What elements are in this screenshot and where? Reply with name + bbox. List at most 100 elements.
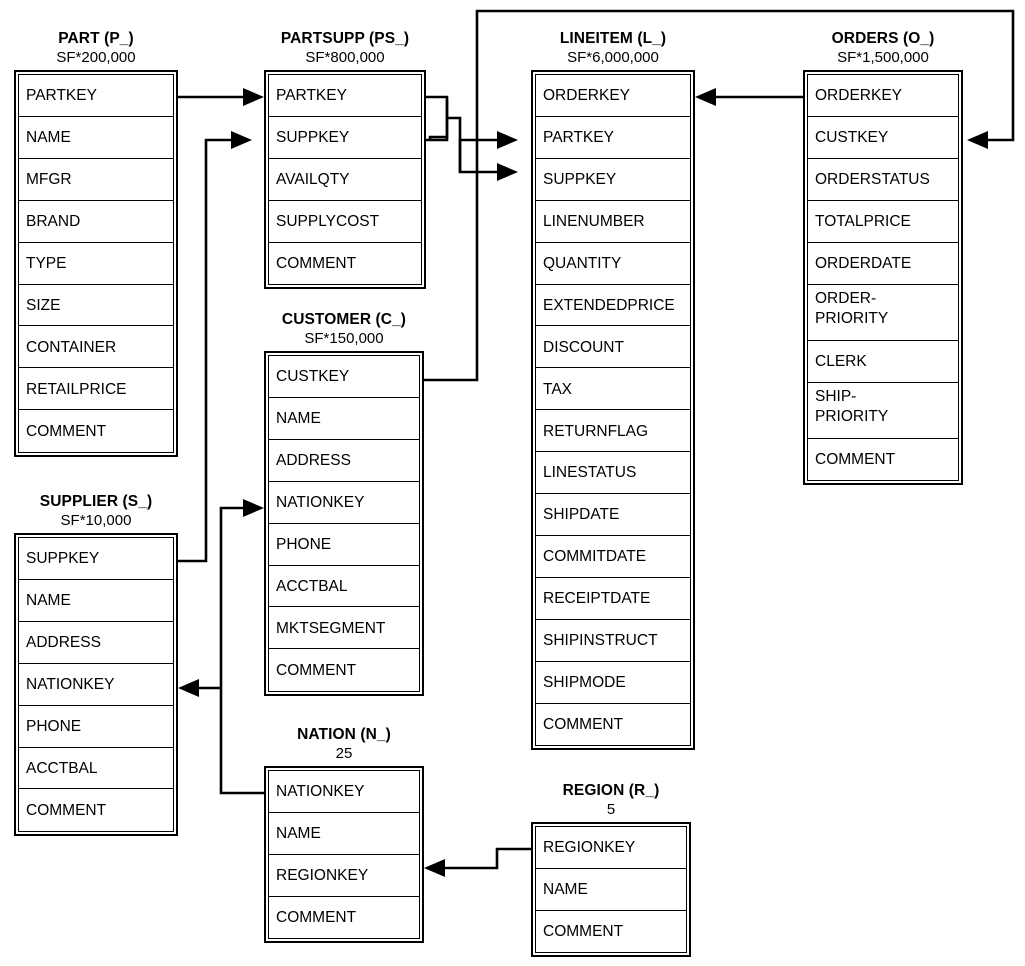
field-row[interactable]: CONTAINER <box>18 325 174 369</box>
field-row[interactable]: COMMENT <box>268 895 420 940</box>
field-row[interactable]: BRAND <box>18 199 174 244</box>
field-row[interactable]: NAME <box>268 396 420 441</box>
field-label: CUSTKEY <box>276 368 350 386</box>
field-row[interactable]: AVAILQTY <box>268 157 422 202</box>
field-row[interactable]: NAME <box>268 811 420 856</box>
field-label: PHONE <box>26 717 82 735</box>
field-row[interactable]: COMMENT <box>807 437 959 482</box>
field-row[interactable]: SUPPKEY <box>268 115 422 160</box>
field-row[interactable]: PARTKEY <box>268 74 422 118</box>
entity-cardinality-orders: SF*1,500,000 <box>837 49 929 66</box>
field-row[interactable]: NAME <box>18 578 174 623</box>
field-row[interactable]: EXTENDEDPRICE <box>535 283 691 328</box>
field-label: COMMENT <box>543 923 624 941</box>
field-label: NATIONKEY <box>276 493 365 511</box>
field-label: ORDERKEY <box>815 87 902 105</box>
field-label: NATIONKEY <box>26 675 115 693</box>
field-row[interactable]: NATIONKEY <box>18 662 174 707</box>
field-row[interactable]: SHIP-PRIORITY <box>807 381 959 440</box>
field-row[interactable]: ADDRESS <box>18 620 174 665</box>
field-row[interactable]: LINENUMBER <box>535 199 691 244</box>
field-row[interactable]: RETURNFLAG <box>535 409 691 453</box>
field-label: COMMENT <box>815 451 896 469</box>
field-row[interactable]: COMMITDATE <box>535 534 691 579</box>
field-row[interactable]: NAME <box>535 867 687 912</box>
field-row[interactable]: SIZE <box>18 283 174 328</box>
field-label: REGIONKEY <box>276 867 369 885</box>
field-row[interactable]: SHIPDATE <box>535 493 691 537</box>
field-row[interactable]: ADDRESS <box>268 438 420 483</box>
field-row[interactable]: COMMENT <box>535 909 687 954</box>
field-row[interactable]: ACCTBAL <box>18 746 174 791</box>
field-row[interactable]: ORDERKEY <box>535 74 691 118</box>
field-row[interactable]: RECEIPTDATE <box>535 576 691 621</box>
entity-cardinality-partsupp: SF*800,000 <box>305 49 385 66</box>
field-label: RETAILPRICE <box>26 380 127 398</box>
field-label: CUSTKEY <box>815 129 889 147</box>
field-row[interactable]: ORDER-PRIORITY <box>807 283 959 342</box>
field-row[interactable]: DISCOUNT <box>535 325 691 369</box>
field-row[interactable]: CUSTKEY <box>807 115 959 160</box>
field-label: ACCTBAL <box>276 577 348 595</box>
field-row[interactable]: QUANTITY <box>535 241 691 286</box>
field-label: ORDERKEY <box>543 87 630 105</box>
field-row[interactable]: COMMENT <box>268 241 422 286</box>
field-label: BRAND <box>26 212 81 230</box>
field-row[interactable]: SUPPKEY <box>535 157 691 202</box>
field-row[interactable]: MFGR <box>18 157 174 202</box>
field-row[interactable]: CUSTKEY <box>268 355 420 399</box>
field-row[interactable]: NAME <box>18 115 174 160</box>
field-row[interactable]: NATIONKEY <box>268 770 420 814</box>
field-label: LINESTATUS <box>543 464 637 482</box>
field-label: COMMENT <box>276 908 357 926</box>
field-row[interactable]: MKTSEGMENT <box>268 606 420 650</box>
field-row[interactable]: PARTKEY <box>18 74 174 118</box>
field-label: NAME <box>26 592 71 610</box>
field-row[interactable]: NATIONKEY <box>268 480 420 525</box>
entity-title-supplier: SUPPLIER (S_) <box>39 493 153 510</box>
field-label: SHIPDATE <box>543 506 620 524</box>
field-row[interactable]: ORDERKEY <box>807 74 959 118</box>
field-label: EXTENDEDPRICE <box>543 296 675 314</box>
field-row[interactable]: COMMENT <box>18 409 174 453</box>
field-label: LINENUMBER <box>543 212 645 230</box>
field-row[interactable]: TOTALPRICE <box>807 199 959 244</box>
field-row[interactable]: SHIPINSTRUCT <box>535 618 691 663</box>
entity-cardinality-lineitem: SF*6,000,000 <box>567 49 659 66</box>
field-row[interactable]: RETAILPRICE <box>18 367 174 411</box>
field-label: ACCTBAL <box>26 759 98 777</box>
field-row[interactable]: PHONE <box>18 704 174 749</box>
field-row[interactable]: REGIONKEY <box>535 826 687 870</box>
field-row[interactable]: ACCTBAL <box>268 564 420 609</box>
field-row[interactable]: SHIPMODE <box>535 660 691 705</box>
entity-title-part: PART (P_) <box>58 30 134 47</box>
field-label: ORDERDATE <box>815 254 912 272</box>
entity-title-partsupp: PARTSUPP (PS_) <box>280 30 410 47</box>
entity-fieldlist-supplier: SUPPKEY NAME ADDRESS NATIONKEY PHONE ACCTBAL C… <box>14 533 178 836</box>
field-row[interactable]: TAX <box>535 367 691 411</box>
field-row[interactable]: PHONE <box>268 522 420 567</box>
field-row[interactable]: SUPPKEY <box>18 537 174 581</box>
field-row[interactable]: COMMENT <box>18 788 174 832</box>
field-row[interactable]: COMMENT <box>535 702 691 747</box>
connector-region-to-nation <box>424 847 531 877</box>
field-row[interactable]: SUPPLYCOST <box>268 199 422 244</box>
field-row[interactable]: ORDERDATE <box>807 241 959 286</box>
field-row[interactable]: TYPE <box>18 241 174 286</box>
field-row[interactable]: COMMENT <box>268 648 420 692</box>
field-label: ORDERSTATUS <box>815 171 930 189</box>
field-label: SUPPLYCOST <box>276 212 380 230</box>
field-label: QUANTITY <box>543 254 622 272</box>
field-row[interactable]: REGIONKEY <box>268 853 420 898</box>
field-row[interactable]: PARTKEY <box>535 115 691 160</box>
field-row[interactable]: ORDERSTATUS <box>807 157 959 202</box>
field-row[interactable]: LINESTATUS <box>535 451 691 495</box>
field-label: TOTALPRICE <box>815 212 911 230</box>
entity-title-region: REGION (R_) <box>562 782 660 799</box>
field-row[interactable]: CLERK <box>807 339 959 384</box>
